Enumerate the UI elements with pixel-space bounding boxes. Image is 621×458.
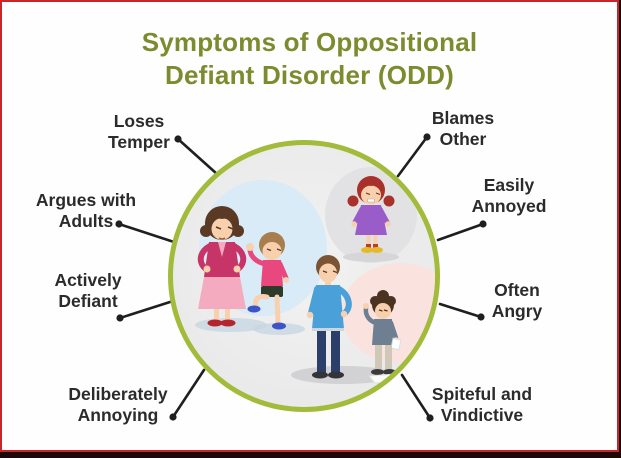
symptom-text: Blames: [431, 108, 495, 128]
symptom-text: Easily: [483, 175, 535, 195]
connector-easily-annoyed: [436, 220, 487, 242]
center-circle: [168, 140, 440, 412]
angry-girl-figure: [347, 176, 395, 253]
father-figure: [306, 255, 352, 379]
page-title-line1: Symptoms of Oppositional: [141, 27, 478, 57]
symptom-text: Angry: [491, 300, 543, 321]
symptom-text: Adults: [58, 210, 114, 231]
shadow: [343, 252, 399, 262]
symptom-text: Defiant: [58, 290, 118, 311]
illustration: [195, 167, 435, 384]
symptom-text: Loses: [113, 111, 165, 131]
symptom-text: Annoyed: [471, 195, 547, 216]
paper-on-ground: [367, 373, 403, 384]
symptom-text: Actively: [54, 270, 122, 290]
symptom-text: Often: [494, 280, 540, 300]
page-title-line2: Defiant Disorder (ODD): [165, 60, 454, 90]
mother-figure: [197, 206, 247, 327]
symptom-text: Argues with: [35, 190, 137, 210]
symptom-text: Annoying: [77, 404, 159, 425]
defiant-boy-figure: [246, 232, 289, 330]
symptom-text: Temper: [108, 131, 170, 152]
symptom-text: Other: [439, 128, 487, 149]
symptom-text: Spiteful and: [431, 384, 533, 404]
symptom-text: Vindictive: [440, 404, 524, 425]
symptom-text: Deliberately: [68, 384, 168, 404]
